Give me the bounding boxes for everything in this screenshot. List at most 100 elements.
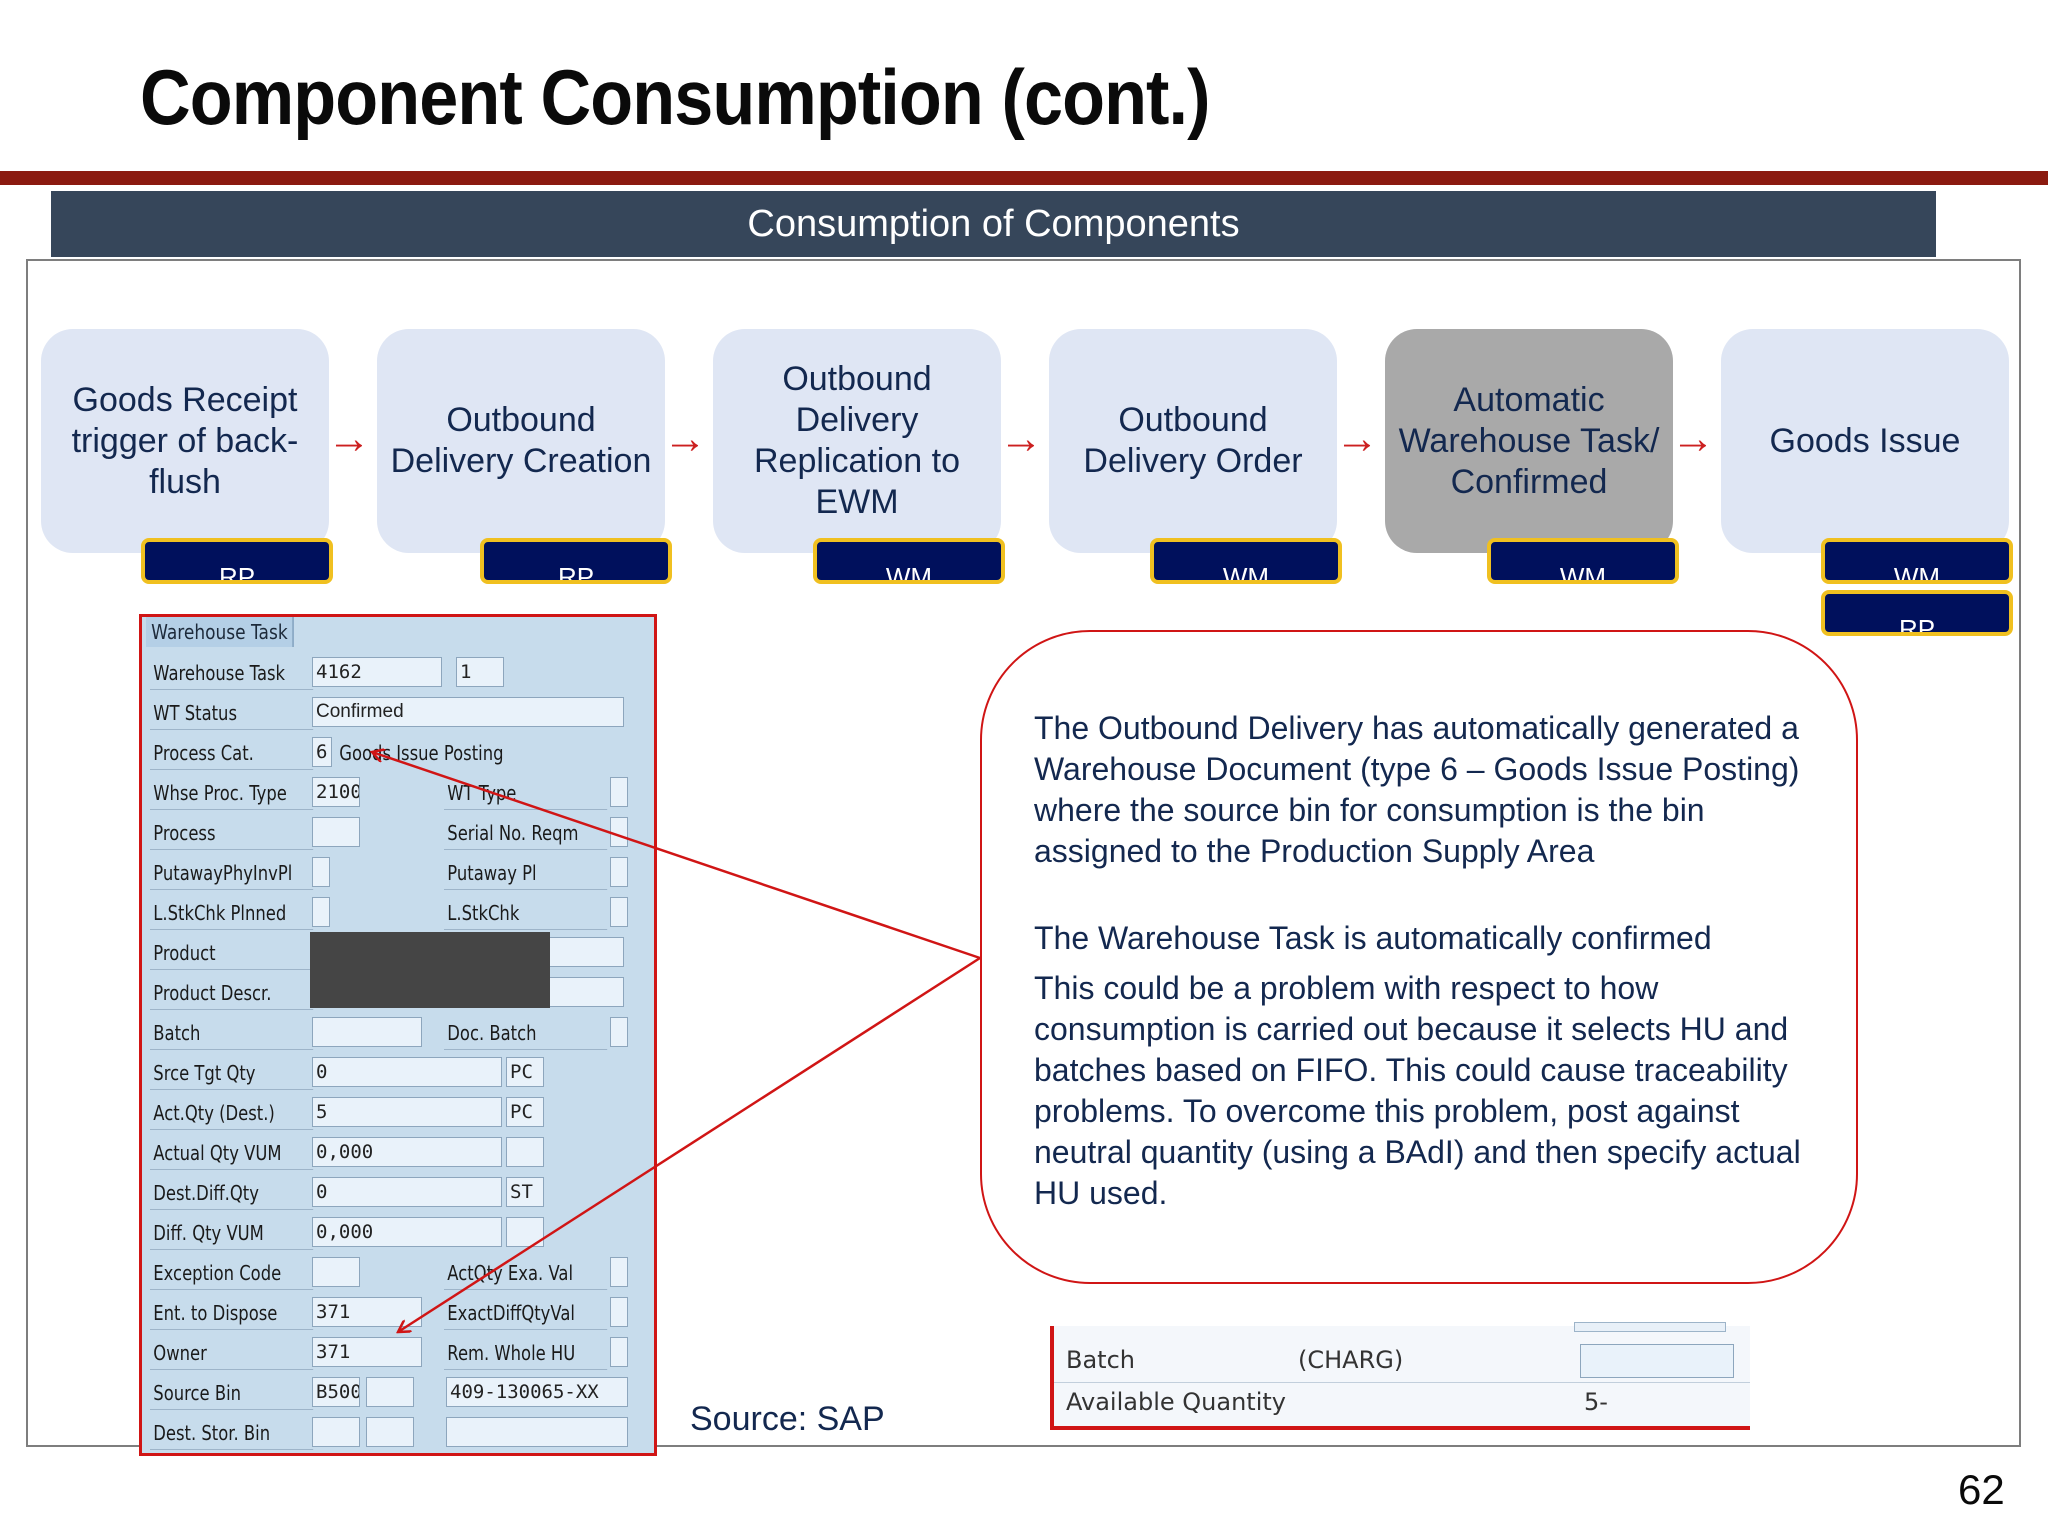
system-tag: WM — [1487, 538, 1679, 584]
section-banner: Consumption of Components — [51, 191, 1936, 257]
actqty-exa-val-checkbox[interactable] — [610, 1257, 628, 1287]
flow-arrow-icon: → — [327, 414, 371, 463]
batch-field[interactable] — [1580, 1344, 1734, 1378]
unit-field[interactable]: PC — [506, 1057, 544, 1087]
available-quantity-row: Available Quantity 5- — [1054, 1382, 1750, 1424]
field-label: WT Type — [444, 775, 608, 810]
step-goods-receipt: Goods Receipt trigger of back-flush — [41, 329, 329, 553]
diff-qty-vum-field[interactable]: 0,000 — [312, 1217, 502, 1247]
process-cat-field[interactable]: 6 — [312, 737, 332, 767]
warehouse-task-field[interactable]: 4162 — [312, 657, 442, 687]
form-row: Ent. to Dispose 371 ExactDiffQtyVal — [150, 1295, 650, 1333]
form-row: Source Bin B500 409-130065-XX — [150, 1375, 650, 1413]
field-label: WT Status — [150, 695, 314, 730]
page-number: 62 — [1958, 1466, 2005, 1513]
field-label: Batch — [150, 1015, 314, 1050]
available-quantity-label: Available Quantity — [1066, 1388, 1286, 1416]
form-row: Process Cat. 6 Goods Issue Posting — [150, 735, 650, 773]
field-label: Process Cat. — [150, 735, 314, 770]
doc-batch-checkbox[interactable] — [610, 1017, 628, 1047]
source-bin-field[interactable]: 409-130065-XX — [446, 1377, 628, 1407]
dest-bin-field[interactable] — [446, 1417, 628, 1447]
connector-arrow-process-cat — [372, 752, 981, 960]
unit-field[interactable]: ST — [506, 1177, 544, 1207]
exception-code-field[interactable] — [312, 1257, 360, 1287]
field-label: Doc. Batch — [444, 1015, 608, 1050]
putaway-phy-inv-checkbox[interactable] — [312, 857, 330, 887]
ent-to-dispose-field[interactable]: 371 — [312, 1297, 422, 1327]
unit-field[interactable]: PC — [506, 1097, 544, 1127]
wt-status-field[interactable]: Confirmed — [312, 697, 624, 727]
form-row: Dest.Diff.Qty 0 ST — [150, 1175, 650, 1213]
form-row: Exception Code ActQty Exa. Val — [150, 1255, 650, 1293]
flow-arrow-icon: → — [999, 414, 1043, 463]
system-tag: WM — [1150, 538, 1342, 584]
field-label: Serial No. Reqm — [444, 815, 608, 850]
field-label: Putaway Pl — [444, 855, 608, 890]
batch-label: Batch — [1066, 1346, 1135, 1374]
field-label: Dest.Diff.Qty — [150, 1175, 314, 1210]
field-label: Source Bin — [150, 1375, 314, 1410]
warehouse-task-screen: Warehouse Task Warehouse Task 4162 1 WT … — [139, 614, 657, 1456]
dest-bin-warehouse-field[interactable] — [312, 1417, 360, 1447]
field-label: Ent. to Dispose — [150, 1295, 314, 1330]
field-label: PutawayPhyInvPl — [150, 855, 314, 890]
process-cat-desc: Goods Issue Posting — [339, 741, 504, 765]
field-label: ExactDiffQtyVal — [444, 1295, 608, 1330]
putaway-pl-checkbox[interactable] — [610, 857, 628, 887]
warehouse-task-item-field[interactable]: 1 — [456, 657, 504, 687]
flow-arrow-icon: → — [1335, 414, 1379, 463]
source-bin-type-field[interactable] — [366, 1377, 414, 1407]
system-tag: RP — [480, 538, 672, 584]
owner-field[interactable]: 371 — [312, 1337, 422, 1367]
exact-diff-qty-checkbox[interactable] — [610, 1297, 628, 1327]
act-qty-dest-field[interactable]: 5 — [312, 1097, 502, 1127]
source-note: Source: SAP — [690, 1400, 885, 1438]
form-row: Dest. Stor. Bin — [150, 1415, 650, 1453]
lstkchk-planned-checkbox[interactable] — [312, 897, 330, 927]
form-row: Process Serial No. Reqm — [150, 815, 650, 853]
callout-paragraph: This could be a problem with respect to … — [1034, 970, 1801, 1211]
content-frame — [26, 259, 2021, 1447]
form-row: WT Status Confirmed — [150, 695, 650, 733]
step-delivery-creation: Outbound Delivery Creation — [377, 329, 665, 553]
wt-type-field[interactable] — [610, 777, 628, 807]
form-row: Owner 371 Rem. Whole HU — [150, 1335, 650, 1373]
field-edge — [1574, 1322, 1726, 1332]
form-row: PutawayPhyInvPl Putaway Pl — [150, 855, 650, 893]
field-label: Product — [150, 935, 314, 970]
form-row: Srce Tgt Qty 0 PC — [150, 1055, 650, 1093]
form-row: Warehouse Task 4162 1 — [150, 655, 650, 693]
form-row: Whse Proc. Type 2100 WT Type — [150, 775, 650, 813]
actual-qty-vum-field[interactable]: 0,000 — [312, 1137, 502, 1167]
field-label: Exception Code — [150, 1255, 314, 1290]
lstkchk-checkbox[interactable] — [610, 897, 628, 927]
form-row: Diff. Qty VUM 0,000 — [150, 1215, 650, 1253]
whse-proc-type-field[interactable]: 2100 — [312, 777, 360, 807]
form-row: L.StkChk Plnned L.StkChk — [150, 895, 650, 933]
explanation-callout: The Outbound Delivery has automatically … — [980, 630, 1858, 1284]
step-delivery-order: Outbound Delivery Order — [1049, 329, 1337, 553]
srce-tgt-qty-field[interactable]: 0 — [312, 1057, 502, 1087]
step-delivery-replication: Outbound Delivery Replication to EWM — [713, 329, 1001, 553]
dest-diff-qty-field[interactable]: 0 — [312, 1177, 502, 1207]
process-field[interactable] — [312, 817, 360, 847]
step-warehouse-task: Automatic Warehouse Task/ Confirmed — [1385, 329, 1673, 553]
batch-code: (CHARG) — [1298, 1346, 1404, 1374]
field-label: Product Descr. — [150, 975, 314, 1010]
dest-bin-type-field[interactable] — [366, 1417, 414, 1447]
available-quantity-value: 5- — [1584, 1388, 1608, 1416]
rem-whole-hu-checkbox[interactable] — [610, 1337, 628, 1367]
tab-warehouse-task[interactable]: Warehouse Task — [146, 617, 294, 647]
field-label: Whse Proc. Type — [150, 775, 314, 810]
flow-arrow-icon: → — [1671, 414, 1715, 463]
slide-title: Component Consumption (cont.) — [140, 53, 1211, 141]
system-tag: RP — [1821, 590, 2013, 636]
field-label: ActQty Exa. Val — [444, 1255, 608, 1290]
system-tag: WM — [1821, 538, 2013, 584]
source-bin-warehouse-field[interactable]: B500 — [312, 1377, 360, 1407]
batch-field[interactable] — [312, 1017, 422, 1047]
unit-field[interactable] — [506, 1137, 544, 1167]
callout-paragraph: The Outbound Delivery has automatically … — [1034, 710, 1800, 869]
field-label: Diff. Qty VUM — [150, 1215, 314, 1250]
